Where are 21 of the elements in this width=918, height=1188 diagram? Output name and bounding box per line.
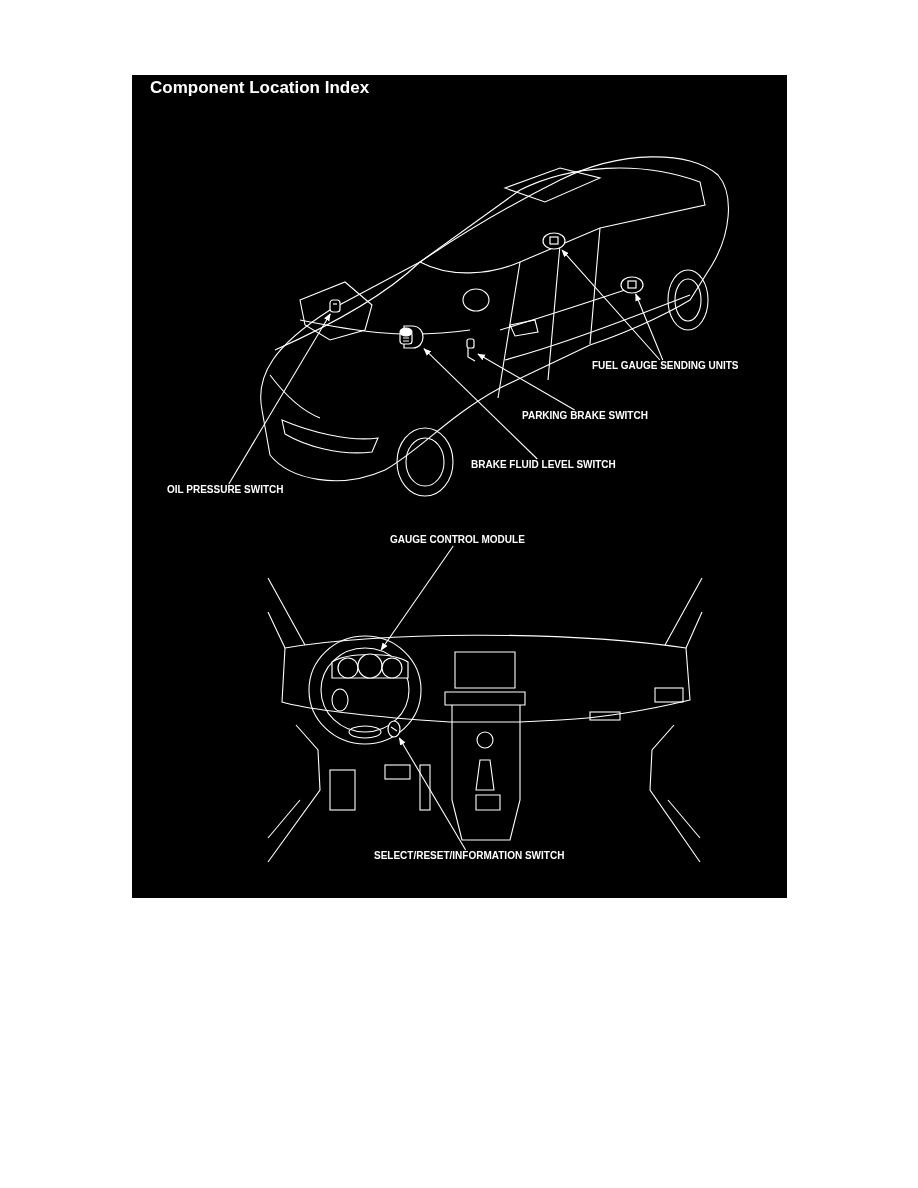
leader-line	[635, 293, 664, 361]
switch-icon	[386, 720, 402, 738]
callout-label: OIL PRESSURE SWITCH	[167, 484, 284, 496]
leader-line	[398, 737, 467, 851]
leader-line	[561, 249, 661, 361]
reservoir-icon	[398, 322, 424, 350]
callout-label: BRAKE FLUID LEVEL SWITCH	[471, 459, 616, 471]
leader-line	[477, 353, 576, 411]
callout-label: FUEL GAUGE SENDING UNITS	[592, 360, 739, 372]
leader-line	[380, 545, 454, 651]
callout-label: PARKING BRAKE SWITCH	[522, 410, 648, 422]
switch-icon	[328, 298, 342, 314]
callout-label: GAUGE CONTROL MODULE	[390, 534, 525, 546]
leader-line	[423, 348, 538, 460]
callout-label: SELECT/RESET/INFORMATION SWITCH	[374, 850, 565, 862]
gauge-cluster-icon	[328, 650, 412, 682]
leader-line	[228, 313, 331, 485]
sensor-icon	[542, 232, 566, 250]
sensor-icon	[620, 276, 644, 294]
switch-icon	[464, 337, 478, 363]
title: Component Location Index	[150, 78, 370, 98]
